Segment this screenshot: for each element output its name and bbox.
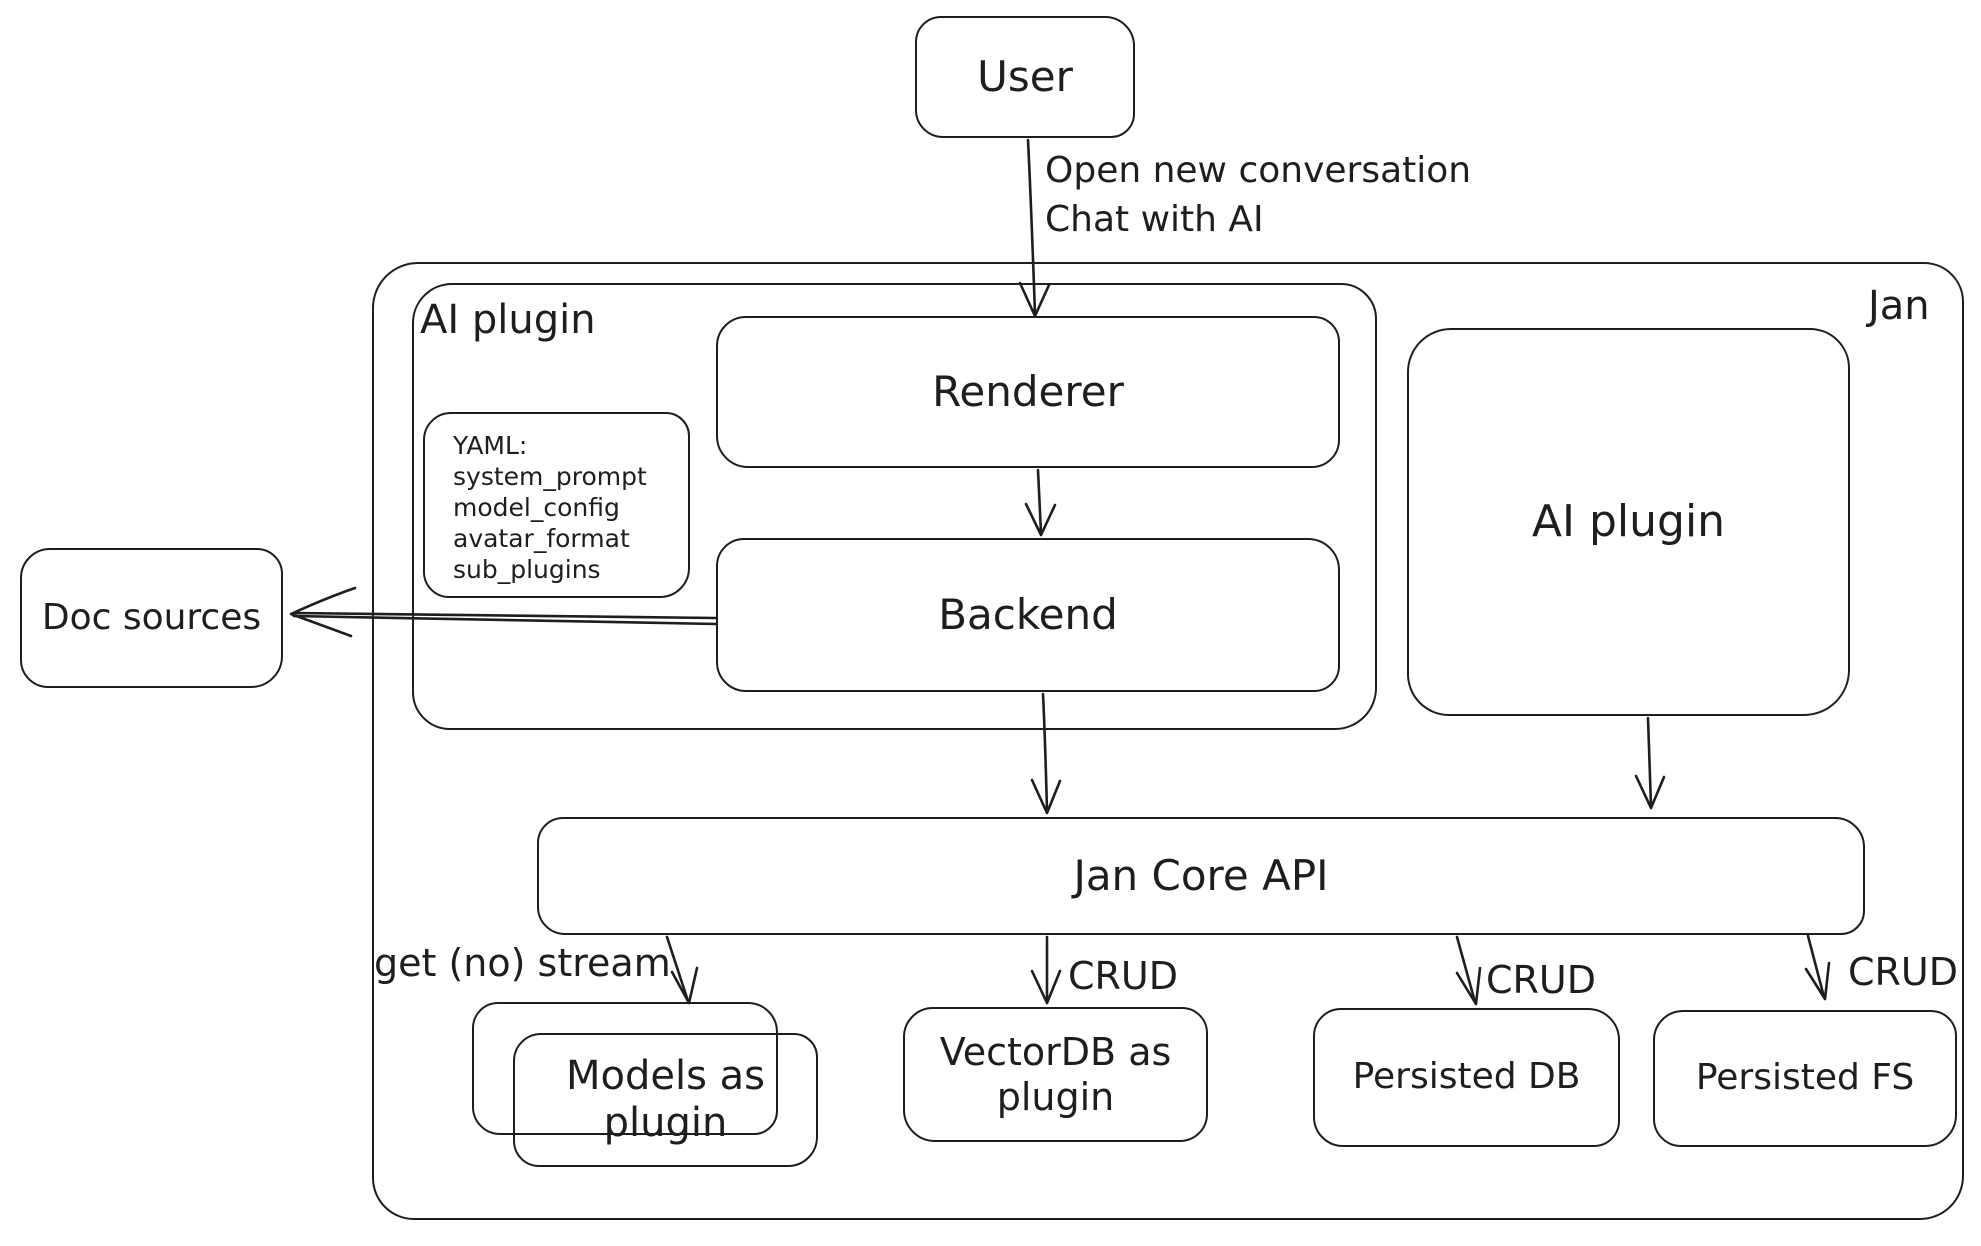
ai-plugin-container xyxy=(412,283,1377,730)
edge-label-crud-persisted-fs: CRUD xyxy=(1848,950,1959,994)
edge-label-crud-vectordb: CRUD xyxy=(1068,954,1179,998)
jan-core-api-node-label: Jan Core API xyxy=(1073,851,1329,901)
models-as-plugin-node: Models as plugin xyxy=(513,1033,818,1167)
edge-label-get-no-stream: get (no) stream xyxy=(374,941,671,985)
models-as-plugin-outer-node xyxy=(472,1002,778,1135)
yaml-config-note: YAML: system_prompt model_config avatar_… xyxy=(423,412,690,598)
persisted-db-node-label: Persisted DB xyxy=(1352,1056,1581,1098)
jan-container-label: Jan xyxy=(1868,283,1930,329)
ai-plugin-node: AI plugin xyxy=(1407,328,1850,716)
edge-label-open-line1: Open new conversation xyxy=(1045,150,1472,191)
yaml-note-line: sub_plugins xyxy=(453,555,601,584)
backend-node: Backend xyxy=(716,538,1340,692)
renderer-node: Renderer xyxy=(716,316,1340,468)
doc-sources-node: Doc sources xyxy=(20,548,283,688)
ai-plugin-node-label: AI plugin xyxy=(1531,496,1726,548)
jan-container xyxy=(372,262,1964,1220)
persisted-fs-node: Persisted FS xyxy=(1653,1010,1957,1147)
backend-node-label: Backend xyxy=(938,590,1118,640)
user-node: User xyxy=(915,16,1135,138)
yaml-note-line: avatar_format xyxy=(453,524,630,553)
edge-label-crud-persisted-db: CRUD xyxy=(1486,958,1597,1002)
vectordb-as-plugin-node-label: VectorDB as plugin xyxy=(939,1029,1172,1119)
jan-core-api-node: Jan Core API xyxy=(537,817,1865,935)
persisted-db-node: Persisted DB xyxy=(1313,1008,1620,1147)
renderer-node-label: Renderer xyxy=(932,367,1124,417)
edge-label-open-line2: Chat with AI xyxy=(1045,199,1264,240)
yaml-note-line: YAML: xyxy=(453,431,528,460)
user-node-label: User xyxy=(977,52,1073,102)
yaml-note-line: model_config xyxy=(453,493,620,522)
persisted-fs-node-label: Persisted FS xyxy=(1695,1057,1915,1099)
vectordb-as-plugin-node: VectorDB as plugin xyxy=(903,1007,1208,1142)
ai-plugin-container-label: AI plugin xyxy=(420,297,596,343)
doc-sources-node-label: Doc sources xyxy=(41,596,262,638)
models-as-plugin-node-label: Models as plugin xyxy=(565,1052,765,1146)
yaml-note-line: system_prompt xyxy=(453,462,647,491)
